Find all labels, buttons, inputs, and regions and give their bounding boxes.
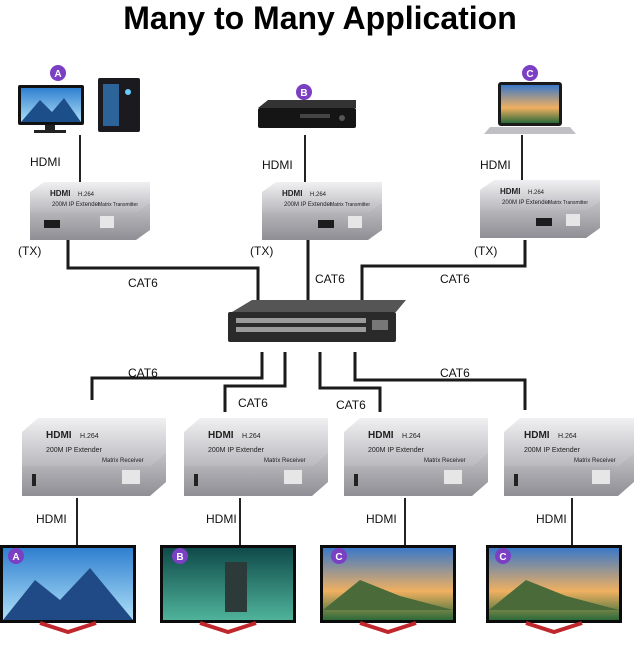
- display-a: [0, 545, 136, 635]
- receiver-a-face: HDMI H.264 200M IP Extender Matrix Recei…: [46, 430, 144, 464]
- badge-rx-b: B: [176, 552, 183, 563]
- receiver-b: [184, 418, 328, 496]
- badge-rx-b-circle: [172, 548, 188, 564]
- transmitter-a-face: HDMI H.264 200M IP Extender Matrix Trans…: [50, 189, 138, 208]
- receiver-a-brand: HDMI: [46, 430, 72, 441]
- laptop-screen: [501, 85, 559, 123]
- cable-rx-a: [90, 352, 264, 400]
- receiver-d-unit: Matrix Receiver: [574, 458, 616, 464]
- network-switch: [228, 300, 406, 342]
- tx-label-b: (TX): [250, 244, 274, 258]
- receiver-c-unit: Matrix Receiver: [424, 458, 466, 464]
- receiver-c-face: HDMI H.264 200M IP Extender Matrix Recei…: [368, 430, 466, 464]
- hdmi-label-rx-a: HDMI: [36, 512, 67, 526]
- transmitter-a-codec: H.264: [78, 192, 95, 198]
- source-c: [484, 82, 576, 134]
- tx-label-a: (TX): [18, 244, 42, 258]
- cable-tx-c: [360, 240, 527, 300]
- receiver-c-codec: H.264: [402, 433, 421, 440]
- hdmi-label-rx-d: HDMI: [536, 512, 567, 526]
- cable-rx-d: [353, 352, 527, 410]
- badge-rx-c: C: [335, 552, 342, 563]
- receiver-a: [22, 418, 166, 496]
- source-a-mountain: [21, 98, 81, 122]
- hdmi-label-tx-b: HDMI: [262, 158, 293, 172]
- transmitter-b-codec: H.264: [310, 192, 327, 198]
- cat6-label-rx-c: CAT6: [336, 398, 366, 412]
- hdmi-label-rx-b: HDMI: [206, 512, 237, 526]
- transmitter-c-unit: Matrix Transmitter: [548, 200, 588, 206]
- source-b: [258, 100, 356, 128]
- cat6-label-rx-b: CAT6: [238, 396, 268, 410]
- badge-src-c: C: [526, 69, 533, 80]
- transmitter-b-brand: HDMI: [282, 189, 302, 198]
- badge-rx-d-circle: [495, 548, 511, 564]
- receiver-d-brand: HDMI: [524, 430, 550, 441]
- transmitter-c: [480, 180, 600, 238]
- diagram-title: Many to Many Application: [123, 0, 517, 36]
- receiver-b-codec: H.264: [242, 433, 261, 440]
- media-player-top: [258, 100, 356, 108]
- badge-rx-a: A: [12, 552, 19, 563]
- receiver-a-codec: H.264: [80, 433, 99, 440]
- transmitter-b-face: HDMI H.264 200M IP Extender Matrix Trans…: [282, 189, 370, 208]
- transmitter-a-model: 200M IP Extender: [52, 202, 100, 208]
- source-a: [18, 78, 140, 133]
- hdmi-label-rx-c: HDMI: [366, 512, 397, 526]
- hdmi-cables: [76, 135, 573, 546]
- transmitter-b-model: 200M IP Extender: [284, 202, 332, 208]
- cable-rx-c: [318, 352, 382, 412]
- transmitter-c-model: 200M IP Extender: [502, 200, 550, 206]
- hdmi-label-tx-a: HDMI: [30, 155, 61, 169]
- badge-rx-a-circle: [8, 548, 24, 564]
- cable-group-tx: [66, 238, 527, 300]
- receiver-b-face: HDMI H.264 200M IP Extender Matrix Recei…: [208, 430, 306, 464]
- badges: [8, 65, 538, 564]
- badge-src-a-circle: [50, 65, 66, 81]
- hdmi-label-tx-c: HDMI: [480, 158, 511, 172]
- receiver-d-codec: H.264: [558, 433, 577, 440]
- transmitter-a-brand: HDMI: [50, 189, 70, 198]
- cat6-label-tx-c: CAT6: [440, 272, 470, 286]
- receiver-c-model: 200M IP Extender: [368, 447, 425, 454]
- receiver-d-model: 200M IP Extender: [524, 447, 581, 454]
- receiver-d: [504, 418, 634, 496]
- cable-group-rx: [90, 352, 527, 412]
- transmitter-b-unit: Matrix Transmitter: [330, 202, 370, 208]
- laptop-base: [484, 127, 576, 134]
- cat6-label-tx-a: CAT6: [128, 276, 158, 290]
- cat6-label-rx-d: CAT6: [440, 366, 470, 380]
- badge-rx-d: C: [499, 552, 506, 563]
- tx-label-c: (TX): [474, 244, 498, 258]
- receiver-a-unit: Matrix Receiver: [102, 458, 144, 464]
- receiver-d-face: HDMI H.264 200M IP Extender Matrix Recei…: [524, 430, 616, 464]
- receiver-b-brand: HDMI: [208, 430, 234, 441]
- transmitter-a: [30, 182, 150, 240]
- cat6-label-tx-b: CAT6: [315, 272, 345, 286]
- badge-src-c-circle: [522, 65, 538, 81]
- transmitter-b: [262, 182, 382, 240]
- cable-rx-b: [223, 352, 287, 412]
- receiver-b-model: 200M IP Extender: [208, 447, 265, 454]
- transmitter-a-unit: Matrix Transmitter: [98, 202, 138, 208]
- transmitter-c-face: HDMI H.264 200M IP Extender Matrix Trans…: [500, 187, 588, 206]
- receiver-c-brand: HDMI: [368, 430, 394, 441]
- transmitter-c-brand: HDMI: [500, 187, 520, 196]
- cat6-label-rx-a: CAT6: [128, 366, 158, 380]
- transmitter-c-codec: H.264: [528, 190, 545, 196]
- switch-top: [232, 300, 406, 312]
- badge-src-b: B: [300, 88, 307, 99]
- receiver-b-unit: Matrix Receiver: [264, 458, 306, 464]
- badge-src-b-circle: [296, 84, 312, 100]
- display-b: [160, 545, 296, 635]
- cable-tx-a: [66, 238, 260, 300]
- receiver-a-model: 200M IP Extender: [46, 447, 103, 454]
- receiver-c: [344, 418, 488, 496]
- badge-rx-c-circle: [331, 548, 347, 564]
- badge-src-a: A: [54, 69, 61, 80]
- switch-ports: [236, 318, 366, 332]
